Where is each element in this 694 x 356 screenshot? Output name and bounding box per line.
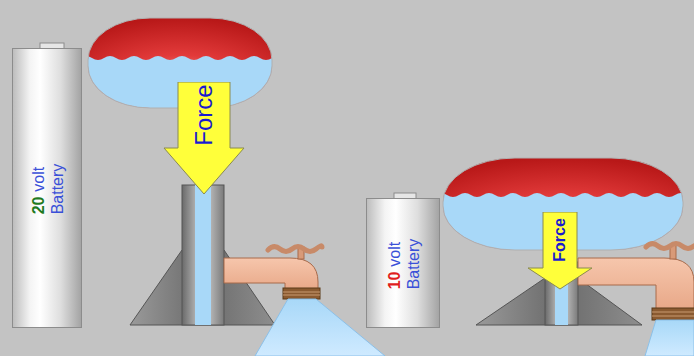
- faucet-ring-line: [283, 295, 320, 296]
- faucet-handle: [268, 246, 322, 252]
- arrow-outline: [528, 212, 592, 289]
- label-line: Battery: [404, 239, 423, 290]
- force-arrow: Force: [527, 212, 593, 290]
- voltage-number: 20: [29, 197, 48, 215]
- faucet-pipe: [578, 258, 694, 310]
- label-text: Force: [550, 218, 569, 262]
- rotated-label: 20 voltBattery: [29, 164, 67, 215]
- label-text: Force: [190, 84, 219, 145]
- faucet-ring: [283, 288, 320, 299]
- label-line: Battery: [48, 164, 67, 215]
- rotated-label: Force: [550, 218, 569, 262]
- faucet-ring-line: [652, 312, 694, 313]
- label-line: Force: [190, 84, 219, 145]
- faucet-ring: [652, 308, 694, 320]
- label-line: 20 volt: [29, 164, 48, 215]
- label-text: Battery: [404, 239, 423, 290]
- faucet-ring-line: [652, 316, 694, 317]
- voltage-number: 10: [385, 272, 404, 290]
- force-arrow: Force: [163, 82, 245, 195]
- rotated-label: Force: [190, 84, 219, 145]
- label-text: volt: [29, 167, 48, 192]
- label-text: Battery: [48, 164, 67, 215]
- water-stream: [645, 320, 694, 356]
- battery: 10 voltBattery: [366, 198, 440, 328]
- stand-column: [182, 185, 224, 325]
- water-pipe: [195, 185, 211, 325]
- label-line: Force: [550, 218, 569, 262]
- battery: 20 voltBattery: [12, 48, 82, 328]
- label-text: volt: [385, 242, 404, 267]
- faucet-handle: [646, 244, 694, 249]
- arrow-outline: [164, 82, 244, 194]
- faucet-pipe: [224, 258, 318, 290]
- rotated-label: 10 voltBattery: [385, 239, 423, 290]
- faucet-ring-line: [283, 292, 320, 293]
- label-line: 10 volt: [385, 239, 404, 290]
